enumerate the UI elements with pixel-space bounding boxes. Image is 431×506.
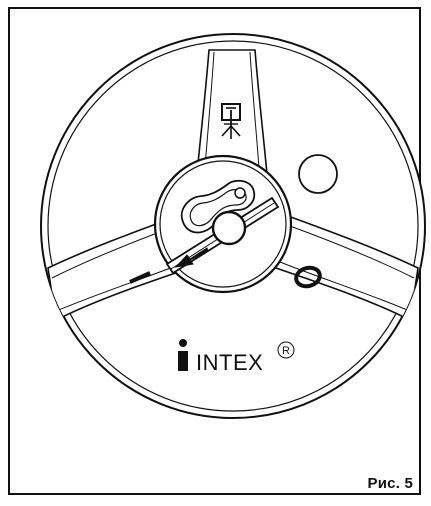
outer-disc-rim — [47, 40, 419, 412]
right-spoke-inner-line-lower — [279, 261, 413, 313]
brand-name: INTEX — [196, 350, 263, 375]
direction-arrow — [174, 247, 209, 268]
zero-mark — [294, 265, 322, 289]
figure-caption: Рис. 5 — [367, 475, 413, 492]
registered-mark-circle — [277, 341, 295, 359]
center-knob — [211, 210, 247, 246]
minus-mark — [129, 271, 151, 284]
filter-pump-icon — [221, 103, 241, 139]
intex-logo: INTEX R — [178, 339, 295, 375]
registered-mark: R — [282, 345, 290, 357]
right-spoke-inner-line — [289, 225, 415, 279]
side-port-circle — [298, 154, 338, 194]
valve-cap — [153, 154, 293, 294]
